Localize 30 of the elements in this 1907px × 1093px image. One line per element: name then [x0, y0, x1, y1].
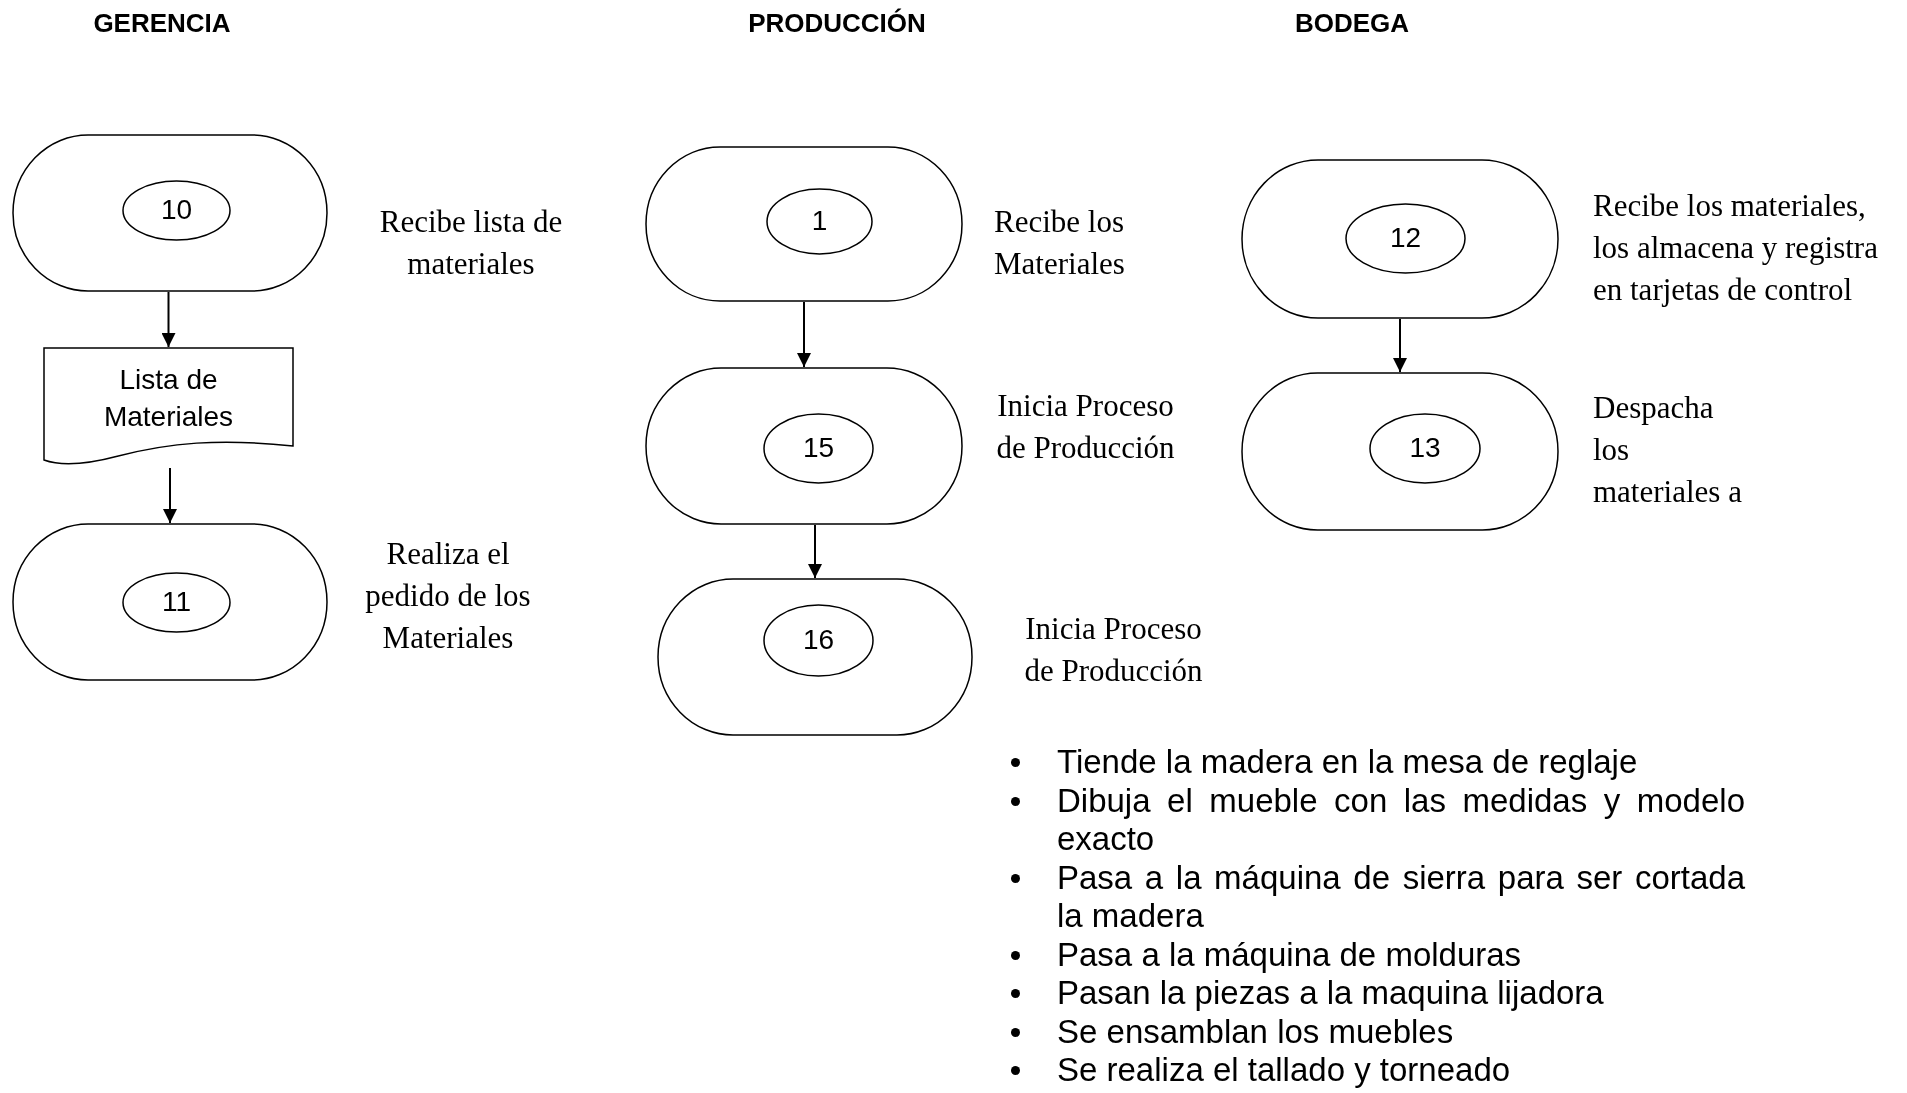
step-number: 11 — [161, 585, 192, 620]
lane-header: GERENCIA — [93, 8, 231, 39]
lane-header: PRODUCCIÓN — [748, 8, 926, 39]
step-description: Despacha los materiales a — [1593, 389, 1743, 511]
bullet-text: Tiende la madera en la mesa de reglaje — [1057, 743, 1638, 780]
document-text: Lista de Materiales — [102, 363, 235, 434]
step-description: Inicia Proceso de Producción — [1023, 610, 1204, 690]
step-number: 13 — [1409, 431, 1441, 466]
bullet-text: Pasan la piezas a la maquina lijadora — [1057, 974, 1604, 1011]
step-description: Inicia Proceso de Producción — [995, 387, 1176, 467]
arrow — [808, 524, 822, 579]
bullet-text: Dibuja el mueble con las medidas y modelo exacto — [1057, 781, 1745, 857]
step-description: Recibe lista de materiales — [378, 203, 564, 283]
bullet-text: Pasa a la máquina de molduras — [1057, 935, 1522, 973]
bullet-text: Se ensamblan los muebles — [1057, 1012, 1454, 1050]
step-description: Recibe los materiales, los almacena y registra en tarjetas de control — [1593, 187, 1879, 309]
step-number: 1 — [811, 204, 828, 239]
lane-header: BODEGA — [1294, 8, 1410, 39]
step-number: 10 — [160, 193, 193, 228]
step-number: 15 — [802, 431, 835, 466]
step-description: Realiza el pedido de los Materiales — [364, 535, 532, 657]
step-number: 12 — [1389, 221, 1422, 256]
step-number: 16 — [802, 623, 835, 658]
bullet-text: Pasa a la máquina de sierra para ser cortada la madera — [1057, 858, 1745, 934]
arrow — [161, 291, 176, 348]
bullet-text: Se realiza el tallado y torneado — [1057, 1051, 1511, 1088]
arrow — [1393, 318, 1407, 373]
arrow — [163, 467, 177, 524]
step-description: Recibe los Materiales — [994, 203, 1126, 283]
arrow — [797, 301, 811, 368]
